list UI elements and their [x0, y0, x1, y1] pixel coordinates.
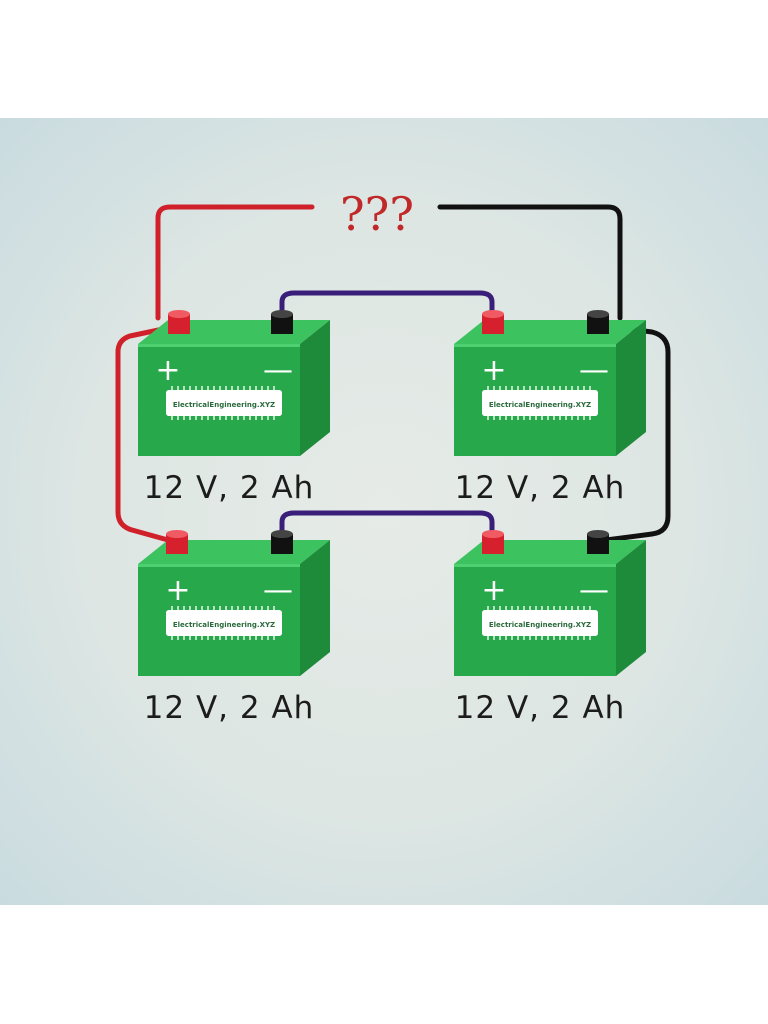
negative-terminal: [271, 310, 293, 334]
minus-sign: —: [263, 353, 293, 388]
battery-brand-text: ElectricalEngineering.XYZ: [173, 401, 275, 409]
left-red-wire: [115, 325, 171, 543]
positive-terminal: [482, 310, 504, 334]
battery-rating-top-right: 12 V, 2 Ah: [455, 470, 626, 506]
battery-rating-bottom-left: 12 V, 2 Ah: [144, 690, 315, 726]
unknown-output-label: ???: [340, 187, 414, 241]
minus-sign: —: [579, 353, 609, 388]
plus-sign: +: [481, 573, 506, 608]
plus-sign: +: [481, 353, 506, 388]
battery-bottom-left: ElectricalEngineering.XYZ + —: [138, 530, 330, 676]
positive-terminal: [166, 530, 188, 554]
positive-terminal: [168, 310, 190, 334]
wires: [115, 204, 671, 543]
bottom-purple-wire: [279, 510, 495, 543]
right-black-wire: [603, 323, 671, 543]
negative-terminal: [587, 310, 609, 334]
battery-rating-top-left: 12 V, 2 Ah: [144, 470, 315, 506]
battery-brand-text: ElectricalEngineering.XYZ: [173, 621, 275, 629]
output-red-wire: [155, 204, 315, 321]
output-black-wire: [437, 204, 623, 321]
plus-sign: +: [165, 573, 190, 608]
negative-terminal: [587, 530, 609, 554]
negative-terminal: [271, 530, 293, 554]
battery-top-right: ElectricalEngineering.XYZ + —: [454, 310, 646, 456]
positive-terminal: [482, 530, 504, 554]
battery-rating-bottom-right: 12 V, 2 Ah: [455, 690, 626, 726]
battery-brand-text: ElectricalEngineering.XYZ: [489, 621, 591, 629]
minus-sign: —: [263, 573, 293, 608]
minus-sign: —: [579, 573, 609, 608]
battery-brand-text: ElectricalEngineering.XYZ: [489, 401, 591, 409]
battery-top-left: ElectricalEngineering.XYZ + —: [138, 310, 330, 456]
battery-bottom-right: ElectricalEngineering.XYZ + —: [454, 530, 646, 676]
plus-sign: +: [155, 353, 180, 388]
top-purple-wire: [279, 290, 495, 323]
